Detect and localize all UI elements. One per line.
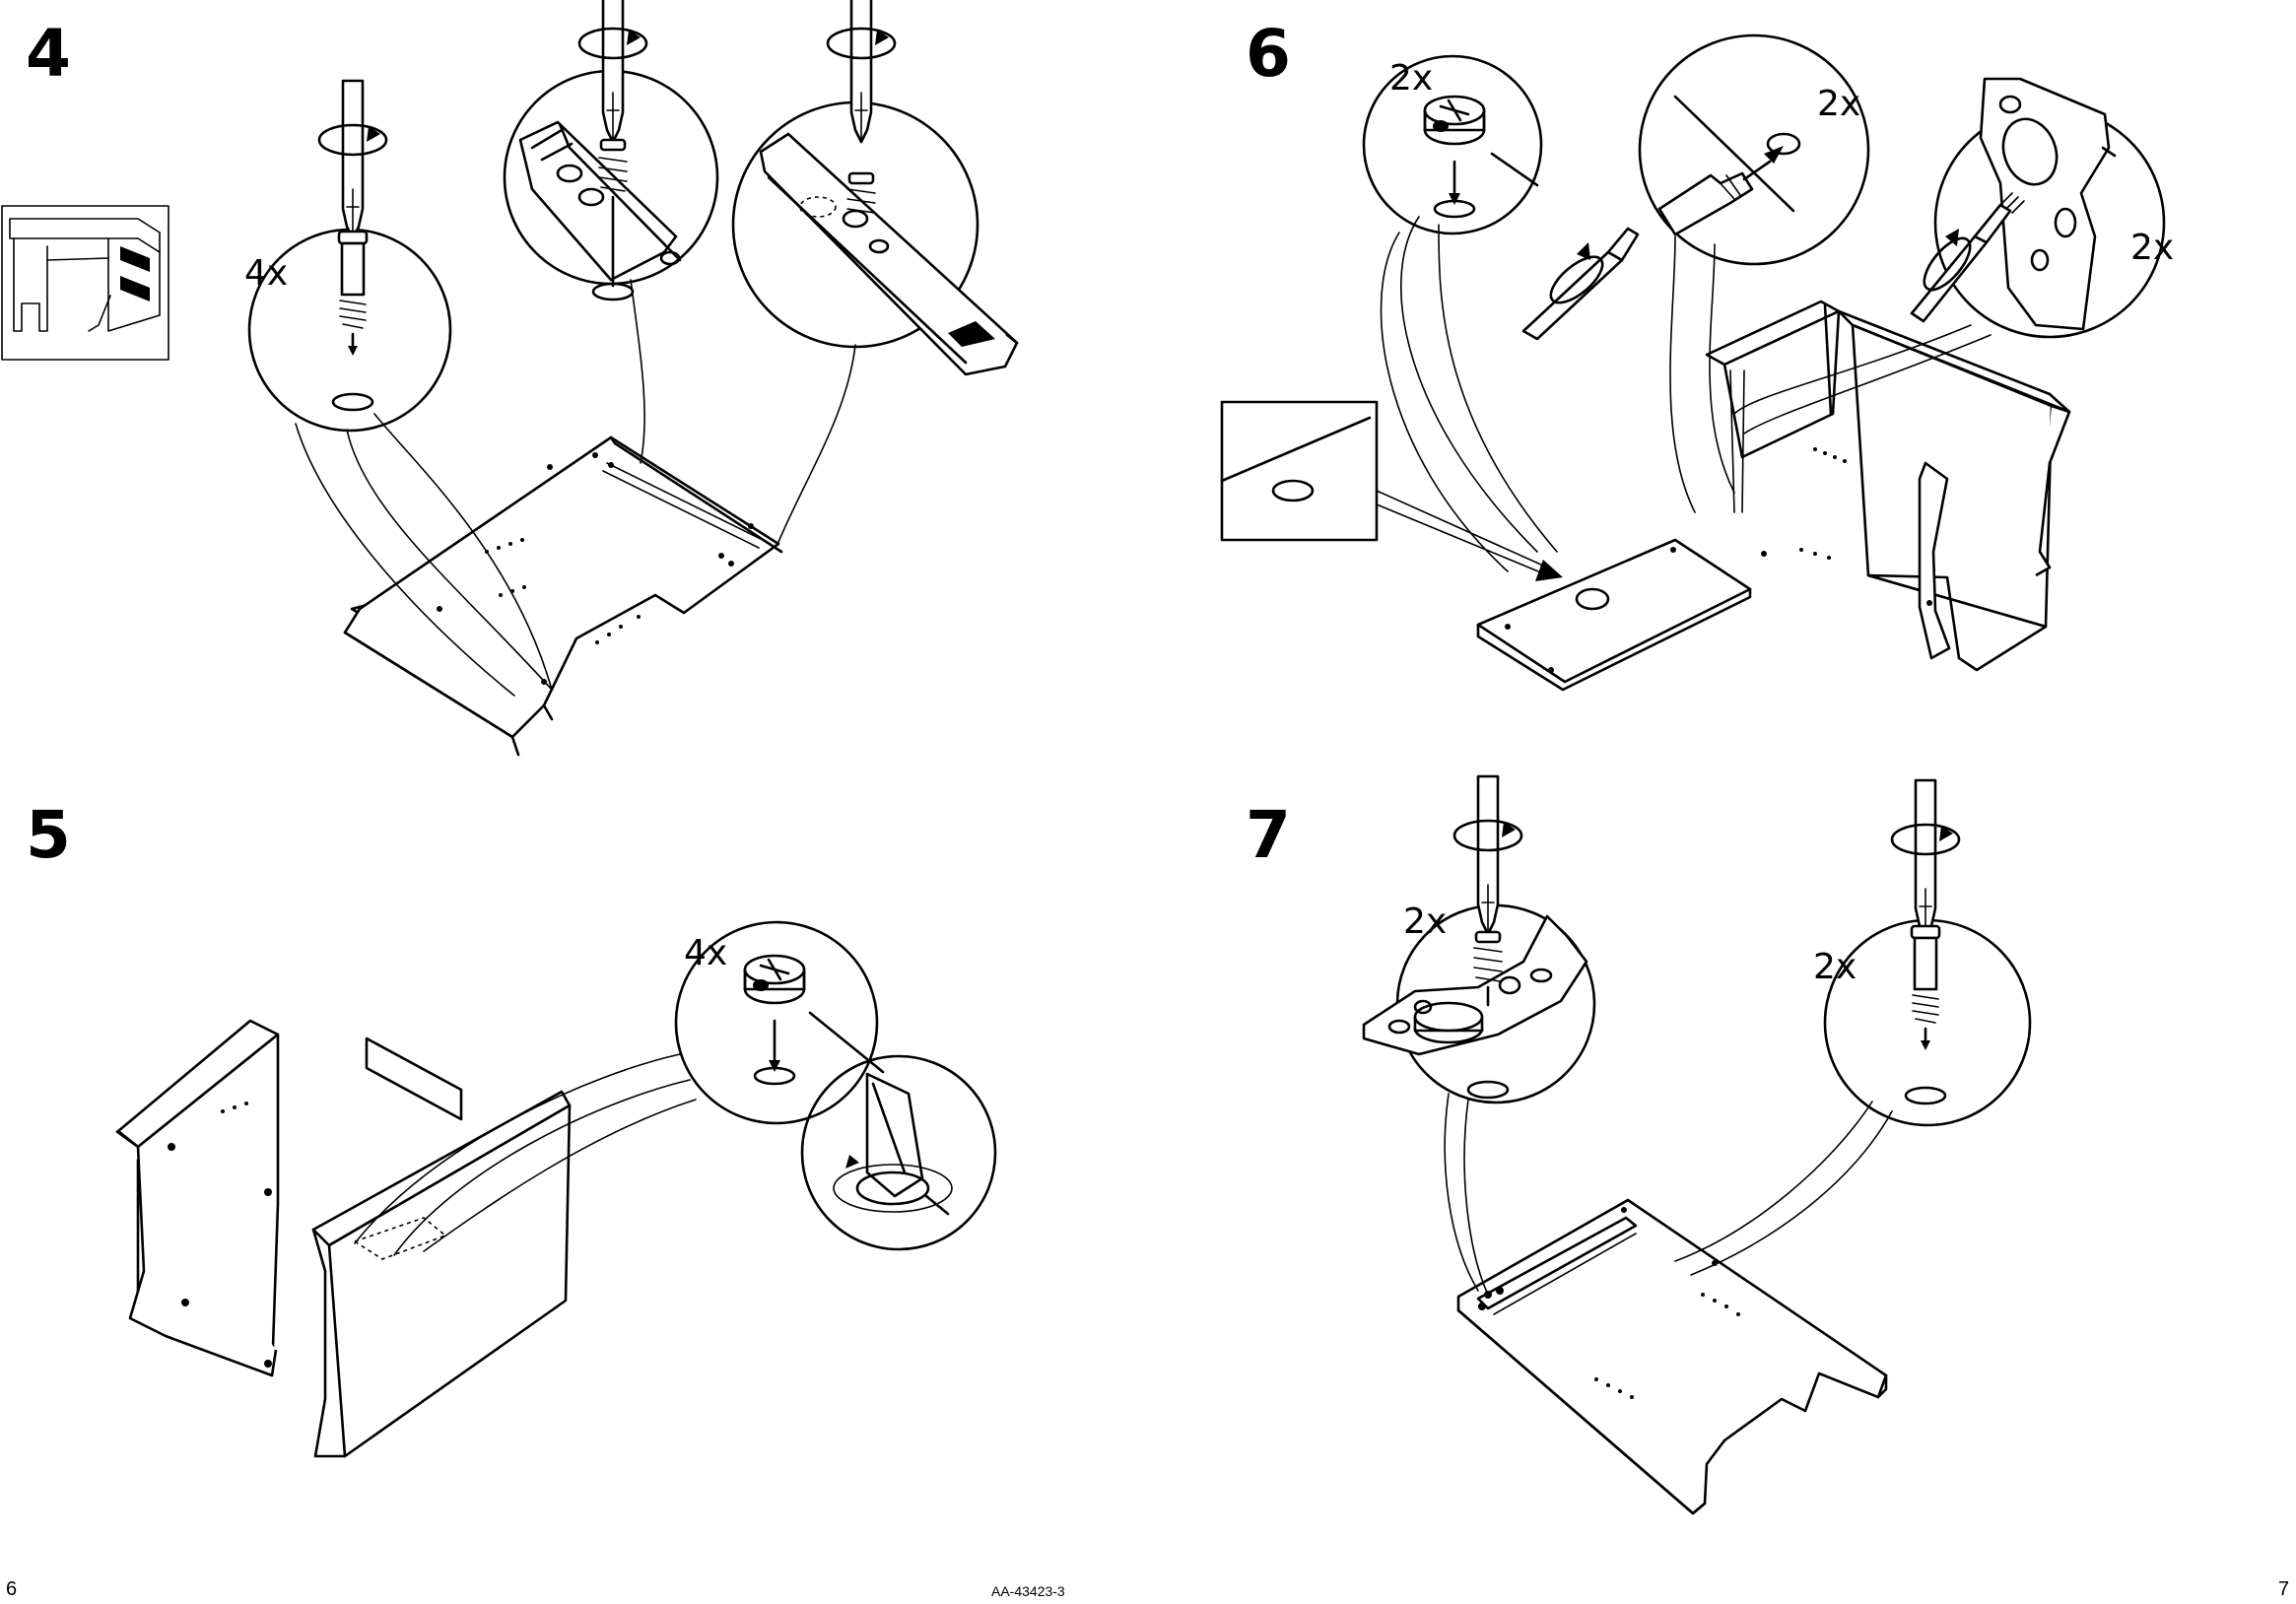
step-4-illustration bbox=[2, 0, 1017, 755]
step-number: 4 bbox=[26, 22, 71, 87]
step-number: 7 bbox=[1246, 803, 1291, 868]
step-number: 6 bbox=[1246, 22, 1291, 87]
document-code: AA-43423-3 bbox=[991, 1584, 1065, 1598]
step-number: 5 bbox=[26, 803, 71, 868]
quantity-label: 2x bbox=[1389, 61, 1433, 97]
step-7-illustration bbox=[1364, 776, 2030, 1513]
step-6-illustration bbox=[1222, 35, 2164, 690]
desk-thumbnail-icon bbox=[2, 206, 169, 360]
quantity-label: 2x bbox=[1403, 904, 1447, 940]
quantity-label: 4x bbox=[684, 936, 727, 971]
page-number-left: 6 bbox=[6, 1579, 17, 1599]
step-5-illustration bbox=[116, 922, 995, 1456]
dowel-screw-icon bbox=[1659, 146, 1784, 234]
quantity-label: 4x bbox=[244, 256, 288, 292]
quantity-label: 2x bbox=[2130, 231, 2174, 266]
quantity-label: 2x bbox=[1813, 950, 1857, 985]
quantity-label: 2x bbox=[1817, 87, 1860, 122]
page-number-right: 7 bbox=[2278, 1579, 2289, 1599]
